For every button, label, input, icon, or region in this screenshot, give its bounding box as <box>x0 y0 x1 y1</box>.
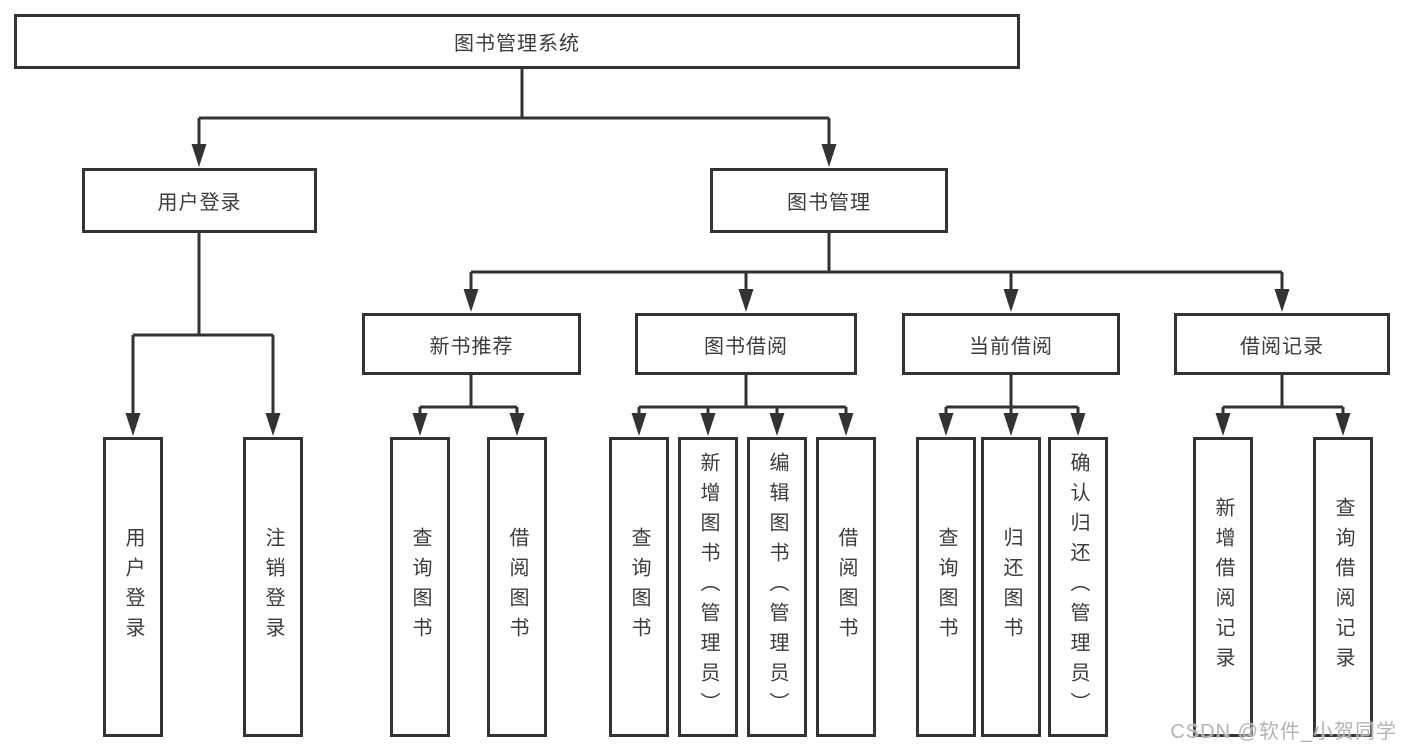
arrowhead <box>1274 289 1290 312</box>
leaf-label: 新增借阅记录 <box>1212 497 1234 677</box>
arrowhead <box>412 413 428 436</box>
node-label: 图书借阅 <box>704 335 788 358</box>
connector-user-login-to-leaves <box>125 233 281 436</box>
leaf-query-borrow-record: 查询借阅记录 <box>1313 437 1373 737</box>
leaf-logout: 注销登录 <box>243 437 303 737</box>
arrowhead <box>1003 413 1019 436</box>
arrowhead <box>463 289 479 312</box>
leaf-label: 借阅图书 <box>835 527 857 647</box>
node-label: 新书推荐 <box>429 335 514 358</box>
leaf-label: 查询图书 <box>409 527 431 647</box>
leaf-borrow-books: 借阅图书 <box>816 437 876 737</box>
leaf-label: 新增图书（管理员） <box>697 452 719 722</box>
node-label: 当前借阅 <box>969 335 1053 358</box>
connector-book-borrow-to-leaves <box>631 375 854 436</box>
leaf-label: 查询图书 <box>628 527 650 647</box>
node-borrowing-records: 借阅记录 <box>1174 313 1390 375</box>
leaf-add-borrow-record: 新增借阅记录 <box>1193 437 1253 737</box>
leaf-label: 归还图书 <box>1000 527 1022 647</box>
node-new-book-recommendation: 新书推荐 <box>362 313 581 375</box>
arrowhead <box>191 144 207 167</box>
connector-current-borrow-to-leaves <box>938 375 1086 436</box>
leaf-label: 编辑图书（管理员） <box>766 452 788 722</box>
connector-new-book-to-leaves <box>412 375 525 436</box>
leaf-label: 借阅图书 <box>506 527 528 647</box>
arrowhead <box>125 413 141 436</box>
node-label: 借阅记录 <box>1240 335 1324 358</box>
leaf-label: 查询图书 <box>935 527 957 647</box>
arrowhead <box>821 144 837 167</box>
node-book-management: 图书管理 <box>710 168 948 233</box>
node-user-login: 用户登录 <box>82 168 317 233</box>
leaf-return-books: 归还图书 <box>981 437 1041 737</box>
arrowhead <box>738 289 754 312</box>
node-label: 图书管理 <box>787 192 871 214</box>
connector-root-to-level2 <box>191 68 837 167</box>
leaf-label: 确认归还（管理员） <box>1067 452 1089 722</box>
arrowhead <box>838 413 854 436</box>
leaf-confirm-return-admin: 确认归还（管理员） <box>1048 437 1108 737</box>
arrowhead <box>265 413 281 436</box>
leaf-borrow-books-recommend: 借阅图书 <box>487 437 547 737</box>
leaf-query-books-current: 查询图书 <box>916 437 976 737</box>
arrowhead <box>1335 413 1351 436</box>
leaf-user-login: 用户登录 <box>103 437 163 737</box>
arrowhead <box>700 413 716 436</box>
node-library-management-system: 图书管理系统 <box>14 14 1020 69</box>
node-book-borrowing: 图书借阅 <box>635 313 857 375</box>
arrowhead <box>1070 413 1086 436</box>
leaf-label: 用户登录 <box>122 527 144 647</box>
leaf-query-books-borrow: 查询图书 <box>609 437 669 737</box>
node-label: 用户登录 <box>157 192 242 214</box>
arrowhead <box>769 413 785 436</box>
leaf-add-book-admin: 新增图书（管理员） <box>678 437 738 737</box>
node-label: 图书管理系统 <box>454 33 580 55</box>
arrowhead <box>631 413 647 436</box>
connector-book-management-to-level3 <box>463 233 1290 312</box>
arrowhead <box>1215 413 1231 436</box>
leaf-label: 查询借阅记录 <box>1332 497 1354 677</box>
node-current-borrowing: 当前借阅 <box>902 313 1120 375</box>
arrowhead <box>938 413 954 436</box>
leaf-label: 注销登录 <box>262 527 284 647</box>
connector-borrow-records-to-leaves <box>1215 375 1351 436</box>
leaf-query-books-recommend: 查询图书 <box>390 437 450 737</box>
csdn-watermark: CSDN @软件_小贺同学 <box>1170 721 1397 743</box>
arrowhead <box>1003 289 1019 312</box>
leaf-edit-book-admin: 编辑图书（管理员） <box>747 437 807 737</box>
arrowhead <box>509 413 525 436</box>
